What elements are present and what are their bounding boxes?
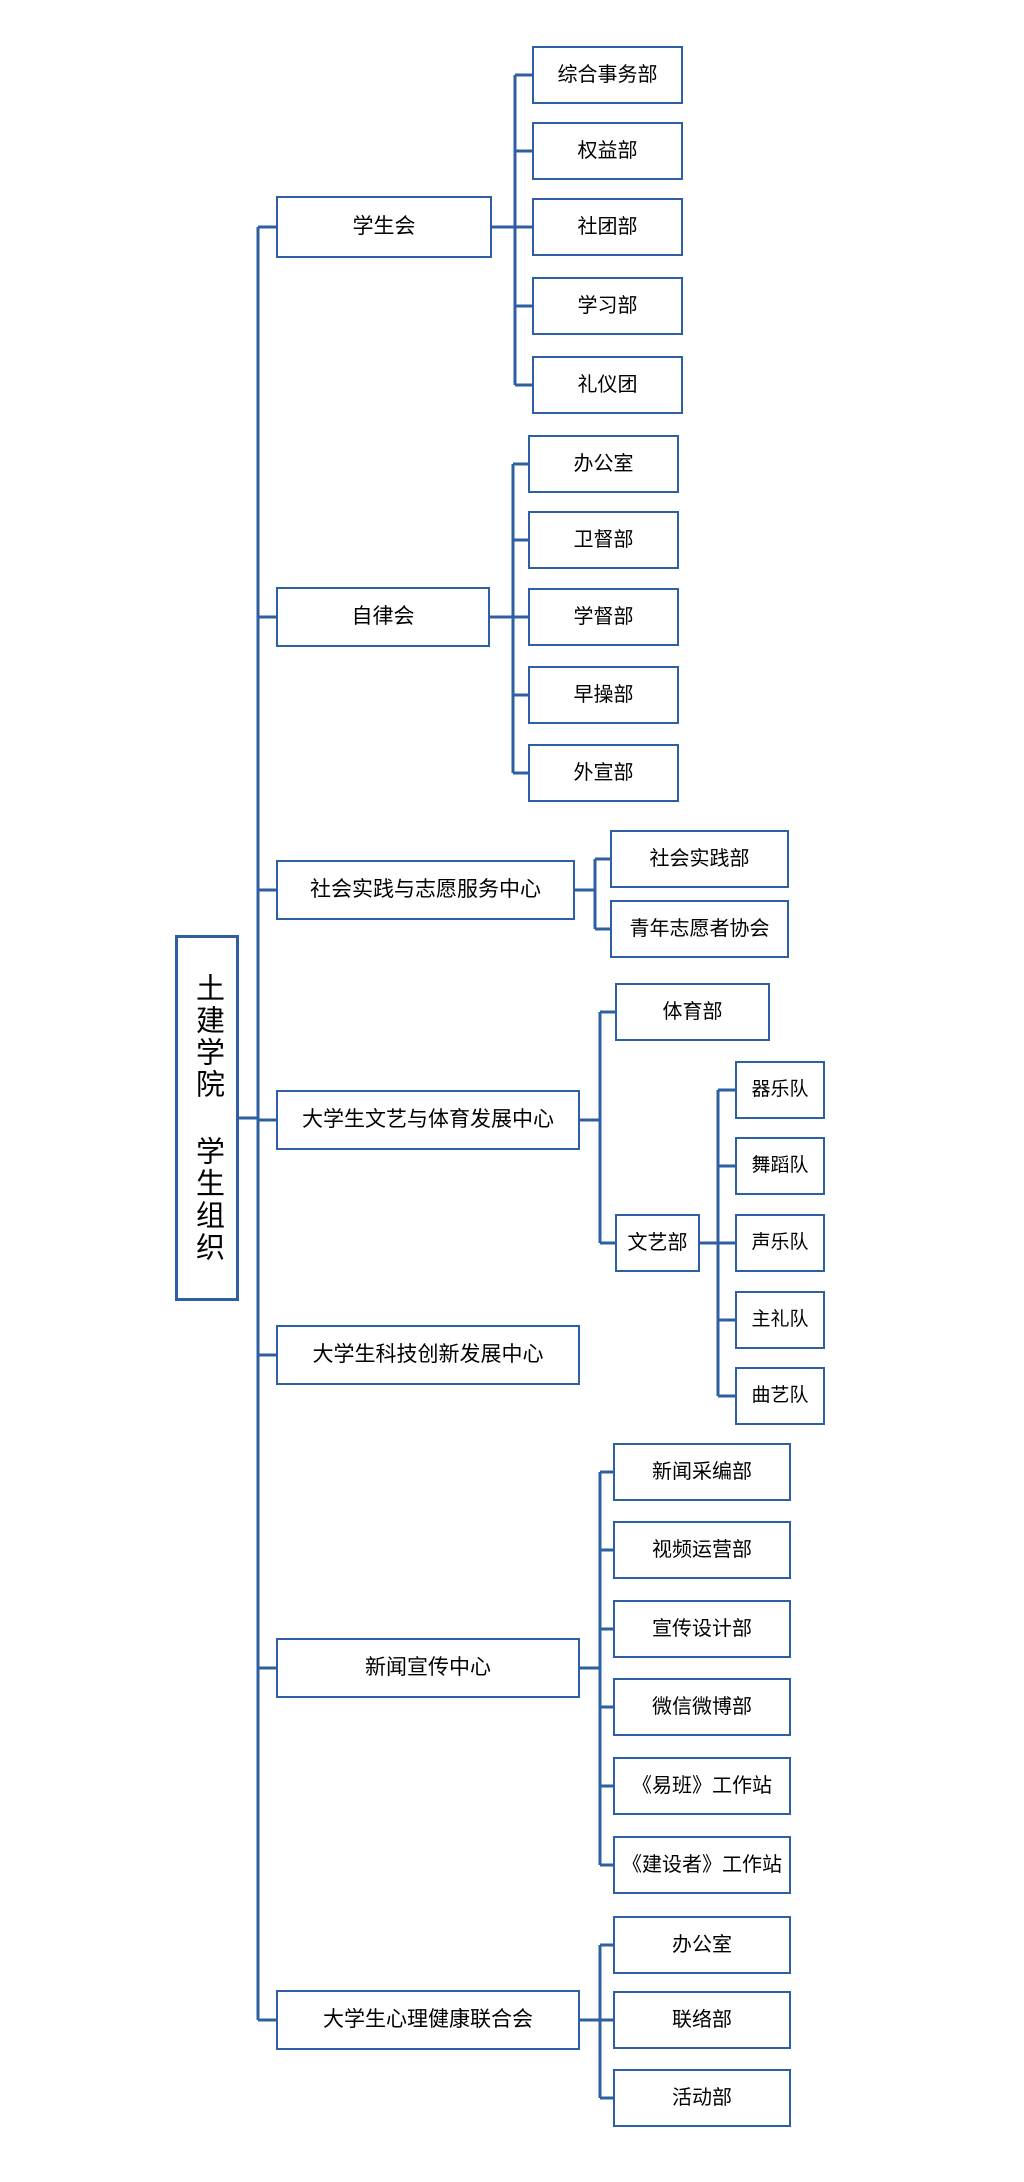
leaf-label: 综合事务部 xyxy=(557,63,658,86)
leaf-label: 青年志愿者协会 xyxy=(629,917,770,940)
leaf-label: 《建设者》工作站 xyxy=(622,1853,782,1876)
leaf-node-instrumental-team[interactable]: 器乐队 xyxy=(735,1061,825,1119)
branch-node-self-discipline[interactable]: 自律会 xyxy=(276,587,490,647)
root-node[interactable]: 土建学院 学生组织 xyxy=(175,935,239,1301)
branch-label: 文艺部 xyxy=(627,1231,688,1254)
leaf-node-youth-volunteer-assoc[interactable]: 青年志愿者协会 xyxy=(610,900,789,958)
leaf-node-publicity-design[interactable]: 宣传设计部 xyxy=(613,1600,791,1658)
branch-node-sci-tech[interactable]: 大学生科技创新发展中心 xyxy=(276,1325,580,1385)
leaf-label: 声乐队 xyxy=(751,1232,809,1254)
leaf-node-hygiene-supervision[interactable]: 卫督部 xyxy=(528,511,679,569)
leaf-label: 体育部 xyxy=(662,1000,723,1023)
leaf-node-yiban-station[interactable]: 《易班》工作站 xyxy=(613,1757,791,1815)
branch-node-arts-sports[interactable]: 大学生文艺与体育发展中心 xyxy=(276,1090,580,1150)
leaf-node-wechat-weibo[interactable]: 微信微博部 xyxy=(613,1678,791,1736)
leaf-label: 社会实践部 xyxy=(649,847,750,870)
leaf-node-etiquette[interactable]: 礼仪团 xyxy=(532,356,683,414)
leaf-node-rights[interactable]: 权益部 xyxy=(532,122,683,180)
leaf-label: 《易班》工作站 xyxy=(632,1774,772,1797)
leaf-label: 外宣部 xyxy=(573,761,634,784)
leaf-node-folk-art-team[interactable]: 曲艺队 xyxy=(735,1367,825,1425)
leaf-node-social-practice-dept[interactable]: 社会实践部 xyxy=(610,830,789,888)
leaf-label: 学督部 xyxy=(573,605,634,628)
branch-node-arts-dept[interactable]: 文艺部 xyxy=(615,1214,700,1272)
leaf-label: 权益部 xyxy=(577,139,638,162)
leaf-node-mh-office[interactable]: 办公室 xyxy=(613,1916,791,1974)
leaf-label: 办公室 xyxy=(672,1933,732,1956)
leaf-label: 学习部 xyxy=(577,294,638,317)
leaf-node-external-publicity[interactable]: 外宣部 xyxy=(528,744,679,802)
leaf-node-dance-team[interactable]: 舞蹈队 xyxy=(735,1137,825,1195)
leaf-node-ceremony-team[interactable]: 主礼队 xyxy=(735,1291,825,1349)
leaf-label: 早操部 xyxy=(573,683,634,706)
leaf-node-news-editing[interactable]: 新闻采编部 xyxy=(613,1443,791,1501)
leaf-label: 联络部 xyxy=(672,2008,732,2031)
leaf-node-general-affairs[interactable]: 综合事务部 xyxy=(532,46,683,104)
leaf-label: 主礼队 xyxy=(751,1309,809,1331)
leaf-label: 视频运营部 xyxy=(652,1538,752,1561)
branch-node-news-publicity[interactable]: 新闻宣传中心 xyxy=(276,1638,580,1698)
leaf-label: 舞蹈队 xyxy=(751,1155,809,1177)
leaf-node-study[interactable]: 学习部 xyxy=(532,277,683,335)
leaf-node-sd-office[interactable]: 办公室 xyxy=(528,435,679,493)
leaf-node-study-supervision[interactable]: 学督部 xyxy=(528,588,679,646)
leaf-node-vocal-team[interactable]: 声乐队 xyxy=(735,1214,825,1272)
branch-label: 社会实践与志愿服务中心 xyxy=(310,877,541,901)
leaf-node-sports-dept[interactable]: 体育部 xyxy=(615,983,770,1041)
leaf-label: 卫督部 xyxy=(573,528,634,551)
leaf-label: 礼仪团 xyxy=(577,373,638,396)
leaf-label: 宣传设计部 xyxy=(652,1617,752,1640)
leaf-label: 办公室 xyxy=(573,452,634,475)
root-node-label: 土建学院 学生组织 xyxy=(191,972,224,1264)
branch-label: 大学生文艺与体育发展中心 xyxy=(302,1107,554,1131)
leaf-label: 微信微博部 xyxy=(652,1695,752,1718)
branch-node-social-practice[interactable]: 社会实践与志愿服务中心 xyxy=(276,860,575,920)
branch-label: 大学生心理健康联合会 xyxy=(323,2007,533,2031)
leaf-node-video-operations[interactable]: 视频运营部 xyxy=(613,1521,791,1579)
leaf-node-clubs[interactable]: 社团部 xyxy=(532,198,683,256)
leaf-label: 活动部 xyxy=(672,2086,732,2109)
leaf-node-activities[interactable]: 活动部 xyxy=(613,2069,791,2127)
branch-label: 自律会 xyxy=(351,604,415,628)
leaf-label: 社团部 xyxy=(577,215,638,238)
leaf-node-morning-exercise[interactable]: 早操部 xyxy=(528,666,679,724)
branch-node-mental-health[interactable]: 大学生心理健康联合会 xyxy=(276,1990,580,2050)
branch-node-student-union[interactable]: 学生会 xyxy=(276,196,492,258)
branch-label: 学生会 xyxy=(352,214,416,238)
leaf-label: 新闻采编部 xyxy=(652,1460,752,1483)
leaf-label: 器乐队 xyxy=(751,1079,809,1101)
branch-label: 新闻宣传中心 xyxy=(365,1655,491,1679)
leaf-node-builder-station[interactable]: 《建设者》工作站 xyxy=(613,1836,791,1894)
leaf-node-liaison[interactable]: 联络部 xyxy=(613,1991,791,2049)
branch-label: 大学生科技创新发展中心 xyxy=(312,1342,544,1366)
leaf-label: 曲艺队 xyxy=(751,1385,809,1407)
